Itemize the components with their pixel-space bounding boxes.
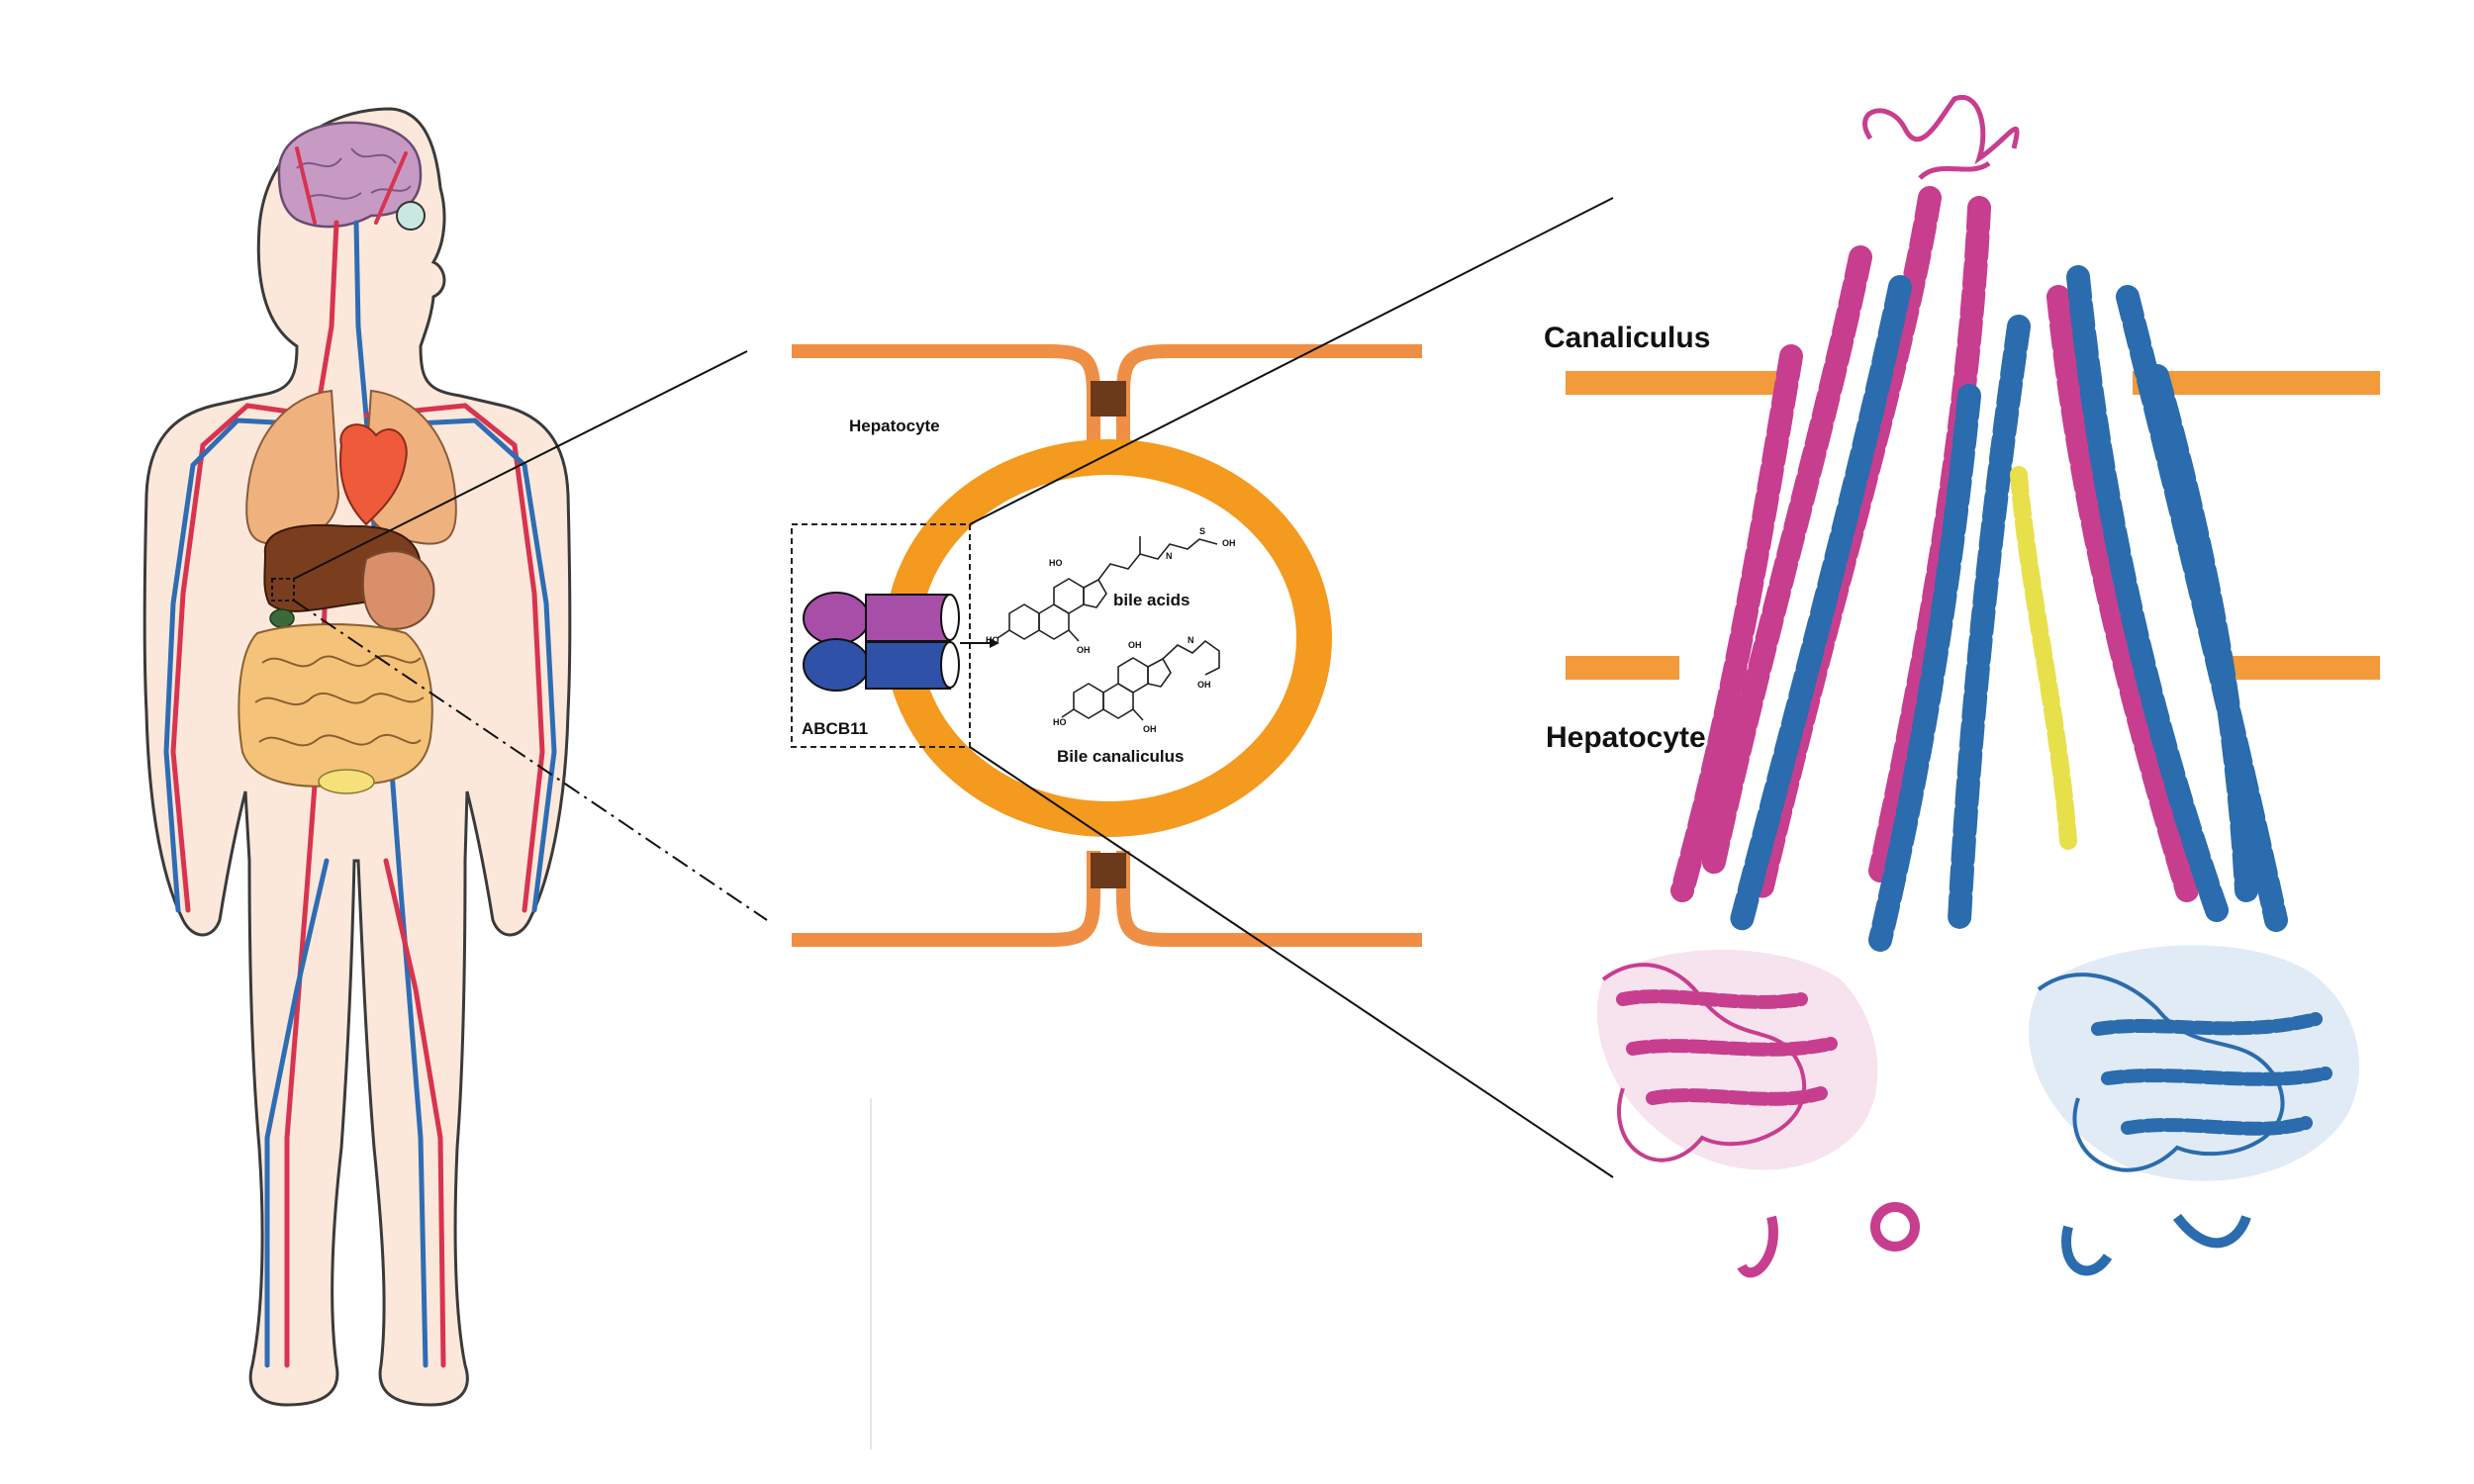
tight-junction-bottom xyxy=(1091,853,1126,888)
protein-top-loops xyxy=(1862,94,2020,180)
svg-text:N: N xyxy=(1188,635,1194,645)
svg-text:OH: OH xyxy=(1143,724,1157,734)
human-body-panel xyxy=(143,107,572,1407)
basolateral-membrane-right xyxy=(2225,656,2380,680)
svg-text:OH: OH xyxy=(1077,645,1091,655)
svg-text:HO: HO xyxy=(1049,558,1063,568)
protein-chain-b-helices xyxy=(1730,265,2288,952)
canalicular-membrane-right xyxy=(2133,371,2380,395)
transport-arrow-icon xyxy=(960,638,999,648)
hepatocyte-panel: Hepatocyte ABCB11 xyxy=(791,344,1422,1449)
svg-text:OH: OH xyxy=(1128,640,1142,650)
canalicular-membrane-left xyxy=(1566,371,1793,395)
bladder-icon xyxy=(318,769,375,794)
canaliculus-label: Canaliculus xyxy=(1544,322,1710,354)
heart-icon xyxy=(339,423,408,526)
bile-acids-label: bile acids xyxy=(1113,591,1189,609)
tight-junction-top xyxy=(1091,381,1126,417)
nbd-chain-b xyxy=(2029,945,2360,1276)
blood-vessels xyxy=(163,146,557,1368)
bile-acid-structure-1 xyxy=(997,536,1218,642)
abcb11-transporter-icon xyxy=(803,592,960,692)
svg-text:HO: HO xyxy=(986,635,999,645)
bile-acid-structure-2 xyxy=(1061,639,1220,721)
svg-text:HO: HO xyxy=(1053,717,1067,727)
abcb11-label: ABCB11 xyxy=(802,719,868,738)
zoom-lines-protein xyxy=(969,197,1614,1178)
gallbladder-icon xyxy=(269,608,295,628)
hepatocyte-cell-label: Hepatocyte xyxy=(849,417,940,435)
intestines-icon xyxy=(238,623,433,788)
abcb11-box xyxy=(791,523,971,748)
brain-folds xyxy=(296,147,412,200)
svg-text:OH: OH xyxy=(1197,680,1211,690)
stomach-icon xyxy=(362,550,435,630)
svg-text:N: N xyxy=(1166,551,1173,561)
intestine-folds xyxy=(254,654,425,747)
substrate-helix xyxy=(2010,466,2077,850)
liver-zoom-box xyxy=(271,578,295,602)
bile-canaliculus-label: Bile canaliculus xyxy=(1057,747,1185,766)
protein-structure-panel: Canaliculus Hepatocyte xyxy=(1544,94,2380,1278)
zoom-lines-body xyxy=(293,350,768,921)
structure-atom-labels: HO HO OH N S OH OH HO OH N OH xyxy=(986,526,1236,734)
svg-text:S: S xyxy=(1199,526,1205,536)
eye-icon xyxy=(396,201,426,231)
hepatocyte-membrane-label: Hepatocyte xyxy=(1546,721,1706,754)
nbd-chain-a xyxy=(1596,950,1920,1278)
basolateral-membrane-left xyxy=(1566,656,1679,680)
svg-text:OH: OH xyxy=(1222,538,1236,548)
